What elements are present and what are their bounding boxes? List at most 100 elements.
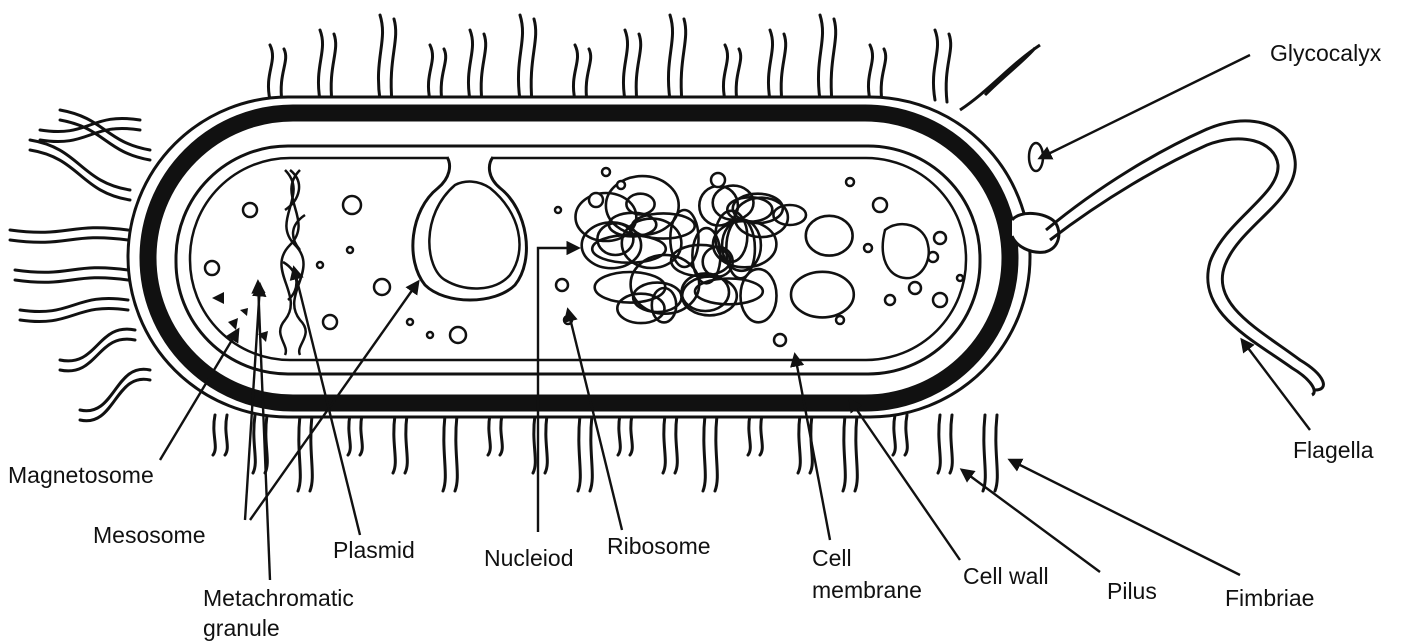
granule xyxy=(602,168,610,176)
fimbria xyxy=(578,415,580,491)
fimbria xyxy=(768,30,772,100)
fimbria xyxy=(533,415,535,473)
granule xyxy=(873,198,887,212)
granule xyxy=(909,282,921,294)
granule xyxy=(846,178,854,186)
label-glycocalyx: Glycocalyx xyxy=(1270,40,1381,67)
label-flagella: Flagella xyxy=(1293,437,1374,464)
granule xyxy=(933,293,947,307)
flagellum-shaft xyxy=(1046,121,1323,390)
fimbria xyxy=(378,15,382,100)
fimbria xyxy=(748,415,750,455)
fimbria xyxy=(481,34,486,102)
fimbria xyxy=(663,415,665,473)
fimbria xyxy=(10,228,128,233)
granule xyxy=(711,173,725,187)
label-nucleiod: Nucleiod xyxy=(484,545,574,572)
fimbria xyxy=(545,415,547,473)
fimbria xyxy=(500,415,502,455)
granule xyxy=(934,232,946,244)
fimbria xyxy=(623,30,627,100)
fimbria xyxy=(428,45,432,100)
granule xyxy=(407,319,413,325)
fimbria xyxy=(405,415,407,473)
fimbria xyxy=(80,379,150,421)
granule xyxy=(957,275,963,281)
fimbria xyxy=(590,415,592,491)
vacuole xyxy=(883,224,929,278)
fimbria xyxy=(573,45,577,100)
fimbria xyxy=(630,415,632,455)
fimbria xyxy=(253,415,255,473)
fimbria xyxy=(518,15,522,100)
granule xyxy=(374,279,390,295)
label-metachromatic-line2: granule xyxy=(203,615,280,642)
fimbria xyxy=(443,415,445,491)
granule xyxy=(347,247,353,253)
granule xyxy=(555,207,561,213)
fimbria xyxy=(225,415,227,455)
granule xyxy=(836,316,844,324)
granule xyxy=(774,334,786,346)
granule xyxy=(323,315,337,329)
fimbria xyxy=(268,45,272,100)
fimbria xyxy=(933,30,937,100)
fimbria xyxy=(715,415,717,491)
fimbria xyxy=(995,415,997,491)
glycocalyx-strand xyxy=(960,45,1040,110)
fimbria xyxy=(736,49,741,102)
granule xyxy=(556,279,568,291)
fimbria xyxy=(441,49,446,102)
fimbria xyxy=(348,415,350,455)
granule xyxy=(317,262,323,268)
fimbria xyxy=(781,34,786,102)
fimbria xyxy=(80,369,150,411)
fimbria xyxy=(586,49,591,102)
fimbria xyxy=(905,415,907,455)
granule xyxy=(427,332,433,338)
label-ribosome: Ribosome xyxy=(607,533,711,560)
fimbria xyxy=(636,34,641,102)
fimbria xyxy=(868,45,872,100)
fimbria xyxy=(30,150,130,200)
fimbria xyxy=(360,415,362,455)
fimbria xyxy=(331,34,336,102)
label-cell-wall: Cell wall xyxy=(963,563,1049,590)
label-cell-membrane-line2: membrane xyxy=(812,577,922,604)
label-plasmid: Plasmid xyxy=(333,537,415,564)
fimbria xyxy=(798,415,800,473)
fimbria xyxy=(983,415,985,491)
fimbria xyxy=(668,15,672,100)
fimbria xyxy=(675,415,677,473)
fimbria xyxy=(938,415,940,473)
fimbria xyxy=(818,15,822,100)
label-magnetosome: Magnetosome xyxy=(8,462,154,489)
fimbria xyxy=(213,415,215,455)
fimbria xyxy=(10,238,128,243)
fimbria xyxy=(15,278,128,283)
fimbria xyxy=(15,268,128,273)
granule xyxy=(589,193,603,207)
granule xyxy=(343,196,361,214)
fimbria xyxy=(468,30,472,100)
label-fimbriae: Fimbriae xyxy=(1225,585,1314,612)
label-pilus: Pilus xyxy=(1107,578,1157,605)
fimbria xyxy=(831,19,836,102)
flagellum-hook xyxy=(1012,213,1059,252)
fimbria xyxy=(393,415,395,473)
fimbria xyxy=(843,415,845,491)
label-cell-membrane-line1: Cell xyxy=(812,545,852,572)
fimbria xyxy=(618,415,620,455)
granule xyxy=(243,203,257,217)
fimbria xyxy=(881,49,886,102)
fimbria xyxy=(723,45,727,100)
label-metachromatic-line1: Metachromatic xyxy=(203,585,354,612)
fimbria xyxy=(855,415,857,491)
fimbria xyxy=(281,49,286,102)
label-mesosome: Mesosome xyxy=(93,522,205,549)
fimbria xyxy=(946,34,951,102)
fimbria xyxy=(681,19,686,102)
granule xyxy=(864,244,872,252)
